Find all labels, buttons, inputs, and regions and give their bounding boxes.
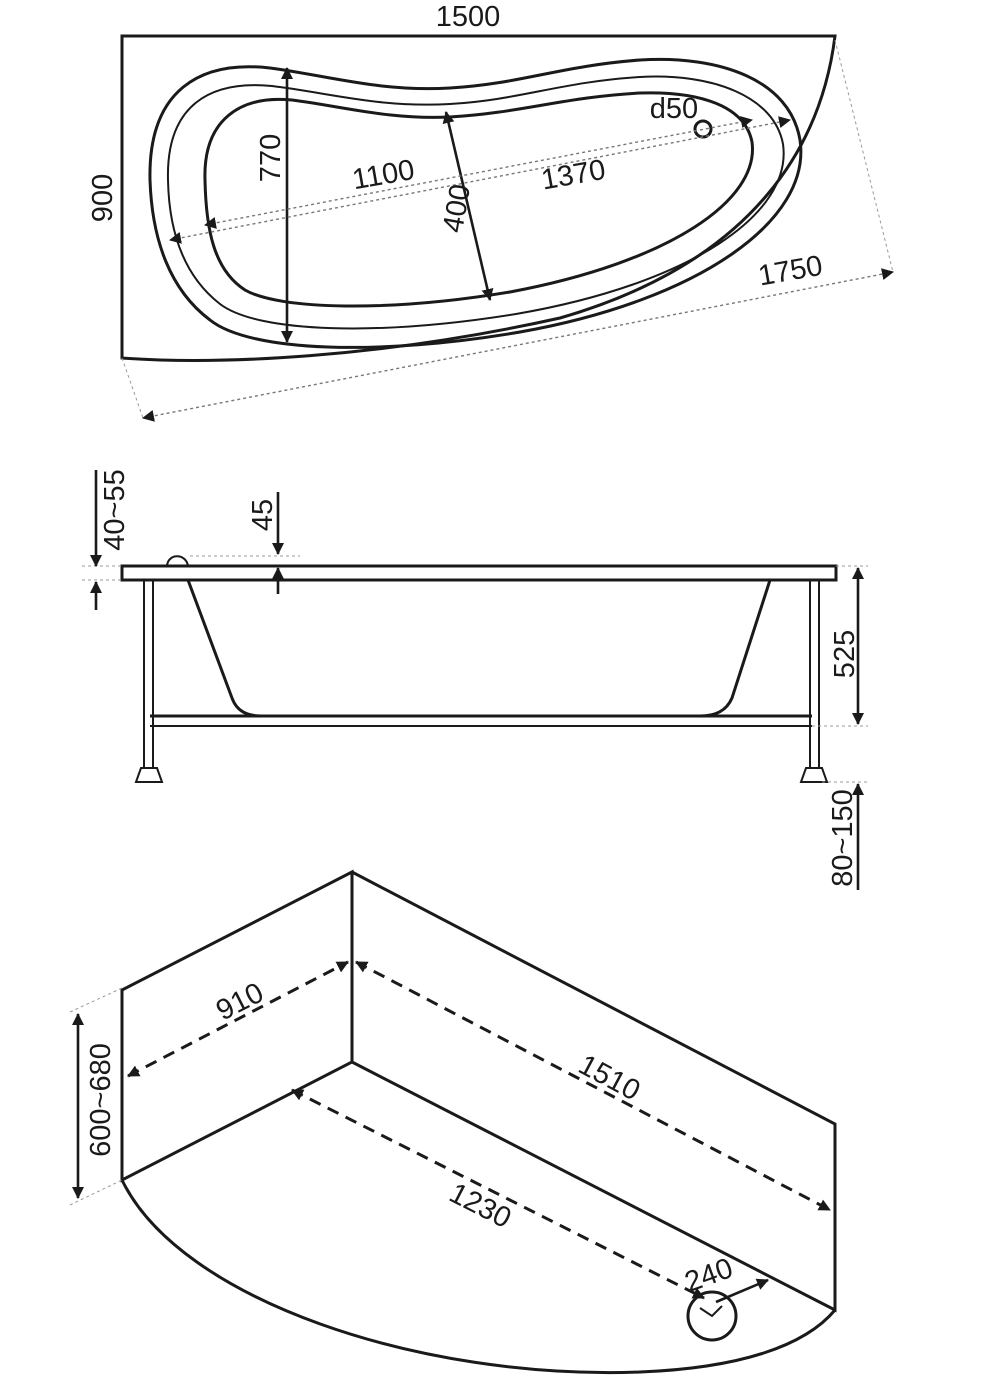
dim-label-900: 900 — [87, 174, 119, 222]
tub-rim-slab — [120, 564, 838, 582]
dim-line-1750 — [142, 268, 894, 422]
dim-label-40-55: 40~55 — [99, 469, 131, 550]
drain-hole-icon-panel — [686, 1290, 738, 1342]
dim-label-525: 525 — [829, 630, 861, 678]
dim-label-1100: 1100 — [350, 154, 417, 196]
dim-label-80-150: 80~150 — [827, 789, 859, 887]
leg-foot-left-icon — [134, 767, 164, 783]
panel-left-wall — [120, 869, 354, 1183]
dim-label-1750: 1750 — [756, 250, 825, 293]
dim-label-1370: 1370 — [539, 154, 608, 197]
frame-leg-right — [809, 579, 820, 769]
dim-line-910 — [127, 960, 349, 1078]
dim-label-240: 240 — [681, 1252, 737, 1299]
top-view: 1500 900 770 1100 1370 400 d50 1750 — [87, 1, 894, 422]
dim-label-1500: 1500 — [436, 1, 501, 33]
leg-foot-right-icon — [799, 767, 829, 783]
side-view: 40~55 45 525 80~150 — [82, 469, 868, 890]
overflow-knob-icon — [166, 555, 189, 567]
dim-label-400: 400 — [437, 182, 477, 235]
panel-back-wall — [351, 870, 837, 1313]
dim-label-910: 910 — [211, 977, 269, 1027]
dim-label-45: 45 — [247, 499, 279, 531]
dim-label-d50: d50 — [650, 93, 698, 125]
tub-body — [186, 579, 772, 718]
dim-line-1510 — [355, 960, 831, 1212]
dim-line-1230 — [291, 1088, 705, 1300]
dim-label-600-680: 600~680 — [85, 1043, 117, 1157]
frame-leg-left — [143, 579, 154, 769]
panel-base-curve — [120, 1179, 837, 1375]
dim-line-240 — [715, 1278, 769, 1304]
dim-label-770: 770 — [255, 134, 287, 182]
dim-label-1510: 1510 — [573, 1049, 645, 1108]
panel-view: 910 1510 600~680 1230 240 — [69, 869, 837, 1375]
